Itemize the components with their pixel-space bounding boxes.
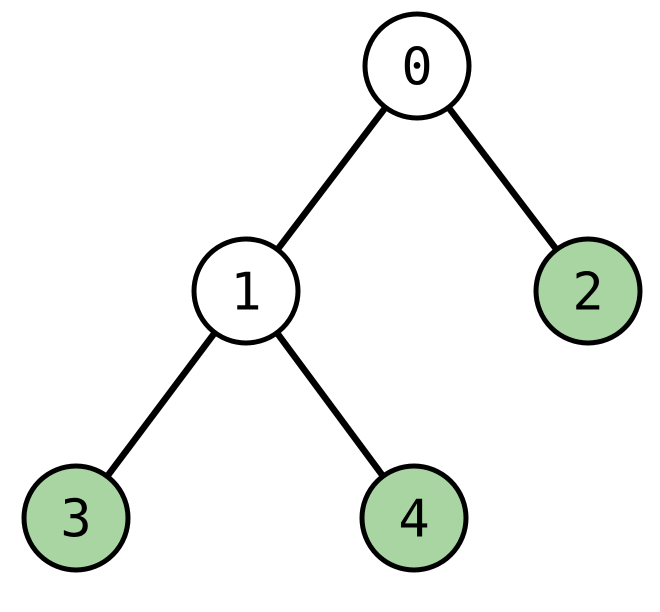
node-circle-1 bbox=[191, 236, 301, 346]
node-label-4: 4 bbox=[398, 490, 429, 550]
node-label-3: 3 bbox=[60, 490, 91, 550]
node-label-0: 0 bbox=[401, 38, 432, 98]
tree-node-1: 1 bbox=[191, 236, 301, 346]
tree-node-2: 2 bbox=[533, 236, 643, 346]
edges-layer bbox=[73, 64, 591, 520]
node-circle-3 bbox=[21, 463, 131, 573]
node-circle-0 bbox=[362, 11, 472, 121]
tree-node-3: 3 bbox=[21, 463, 131, 573]
nodes-layer: 0 1 2 3 4 bbox=[21, 11, 643, 573]
node-label-1: 1 bbox=[230, 263, 261, 323]
node-circle-2 bbox=[533, 236, 643, 346]
tree-node-4: 4 bbox=[359, 463, 469, 573]
node-label-2: 2 bbox=[572, 263, 603, 323]
node-circle-4 bbox=[359, 463, 469, 573]
tree-node-0: 0 bbox=[362, 11, 472, 121]
